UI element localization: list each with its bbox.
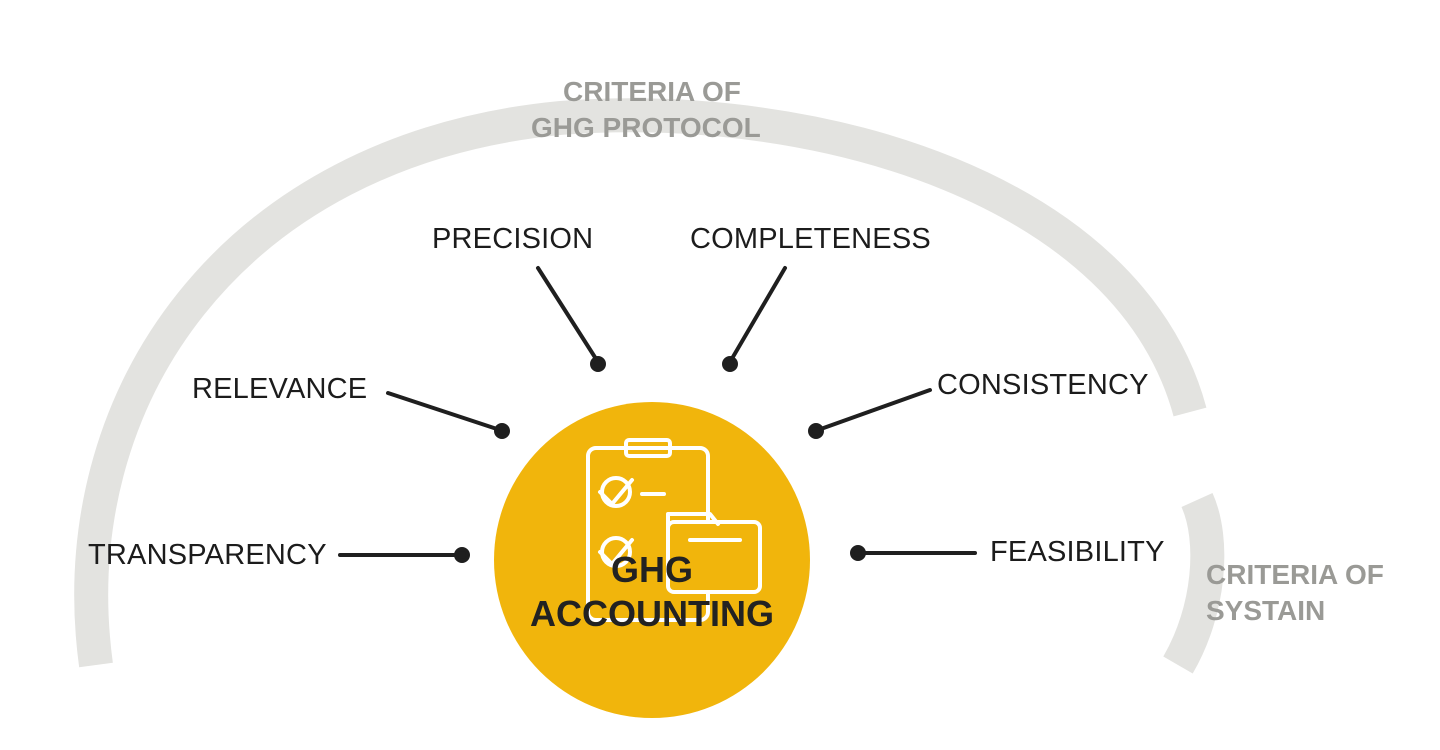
center-circle xyxy=(494,402,810,718)
relevance-connector-dot xyxy=(494,423,510,439)
completeness-label: COMPLETENESS xyxy=(690,223,931,255)
clipboard-checklist-folder-icon xyxy=(586,438,762,622)
precision-label: PRECISION xyxy=(432,223,594,255)
outer-arc xyxy=(74,98,1207,668)
outer-arc-title-line1: CRITERIA OF xyxy=(563,76,741,107)
completeness-connector-line xyxy=(728,266,787,364)
transparency-label: TRANSPARENCY xyxy=(88,539,327,571)
completeness-connector-dot xyxy=(722,356,738,372)
transparency-connector-dot xyxy=(454,547,470,563)
outer-arc-title: CRITERIA OF GHG PROTOCOL xyxy=(531,74,761,146)
relevance-label: RELEVANCE xyxy=(192,373,368,405)
inner-arc-title-line1: CRITERIA OF xyxy=(1206,559,1384,590)
precision-connector-dot xyxy=(590,356,606,372)
feasibility-connector-dot xyxy=(850,545,866,561)
relevance-connector-line xyxy=(386,391,502,432)
consistency-label: CONSISTENCY xyxy=(937,369,1149,401)
center-title-line1: GHG xyxy=(610,549,693,590)
inner-arc-title-line2: SYSTAIN xyxy=(1206,595,1326,626)
outer-arc-title-line2: GHG PROTOCOL xyxy=(531,112,761,143)
consistency-connector-dot xyxy=(808,423,824,439)
center-title: GHG ACCOUNTING xyxy=(502,548,802,636)
consistency-connector-line xyxy=(816,388,932,432)
inner-arc-title: CRITERIA OF SYSTAIN xyxy=(1206,557,1384,629)
precision-connector-line xyxy=(536,266,600,364)
inner-arc xyxy=(1163,493,1225,674)
center-title-line2: ACCOUNTING xyxy=(530,593,774,634)
feasibility-label: FEASIBILITY xyxy=(990,536,1165,568)
